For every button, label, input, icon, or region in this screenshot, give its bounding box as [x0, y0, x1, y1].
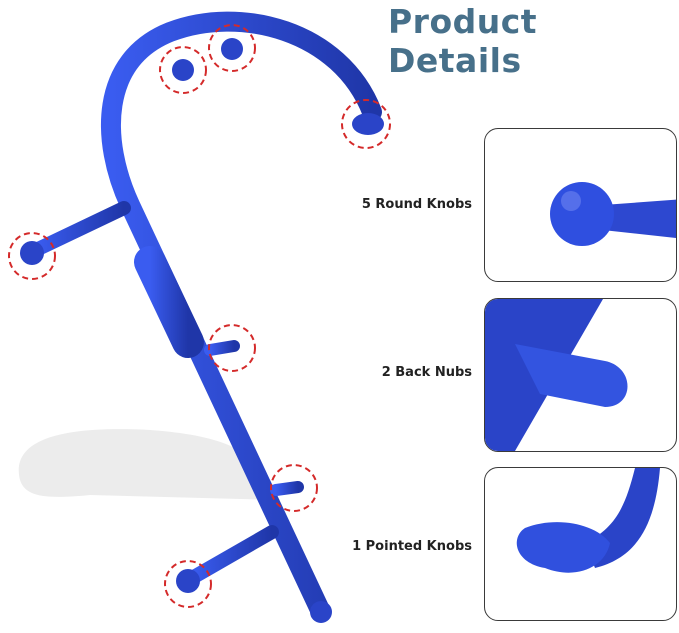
back-nub-closeup: [485, 299, 628, 451]
handle-grip: [134, 246, 204, 358]
detail-panel-back-nub: [484, 298, 677, 452]
round-knob: [221, 38, 243, 60]
highlight-circle: [208, 24, 256, 72]
pointed-knob-closeup: [516, 468, 660, 573]
detail-panel-round-knob: [484, 128, 677, 282]
shadow: [18, 429, 280, 500]
massage-hook-illustration: [8, 11, 391, 623]
lower-arm: [185, 525, 279, 585]
detail-label-back-nubs: 2 Back Nubs: [381, 365, 472, 380]
highlight-circle: [341, 99, 391, 149]
detail-label-pointed-knobs: 1 Pointed Knobs: [352, 539, 472, 554]
round-knob: [20, 241, 44, 265]
detail-panel-pointed-knob: [484, 467, 677, 621]
page-title: Product Details: [388, 2, 538, 80]
round-knob: [310, 601, 332, 623]
detail-label-round-knobs: 5 Round Knobs: [361, 197, 472, 212]
highlight-circle: [208, 324, 256, 372]
highlight-circle: [8, 232, 56, 280]
highlight-circle: [164, 560, 212, 608]
round-knob-closeup: [550, 182, 676, 246]
highlight-circle: [159, 46, 207, 94]
upper-arm: [29, 201, 131, 257]
hook-body: [101, 11, 382, 620]
highlight-circle: [270, 464, 318, 512]
round-knob: [176, 569, 200, 593]
round-knob: [172, 59, 194, 81]
back-nub-1: [204, 340, 240, 356]
back-nub-2: [270, 481, 304, 496]
pointed-knob: [352, 113, 384, 135]
